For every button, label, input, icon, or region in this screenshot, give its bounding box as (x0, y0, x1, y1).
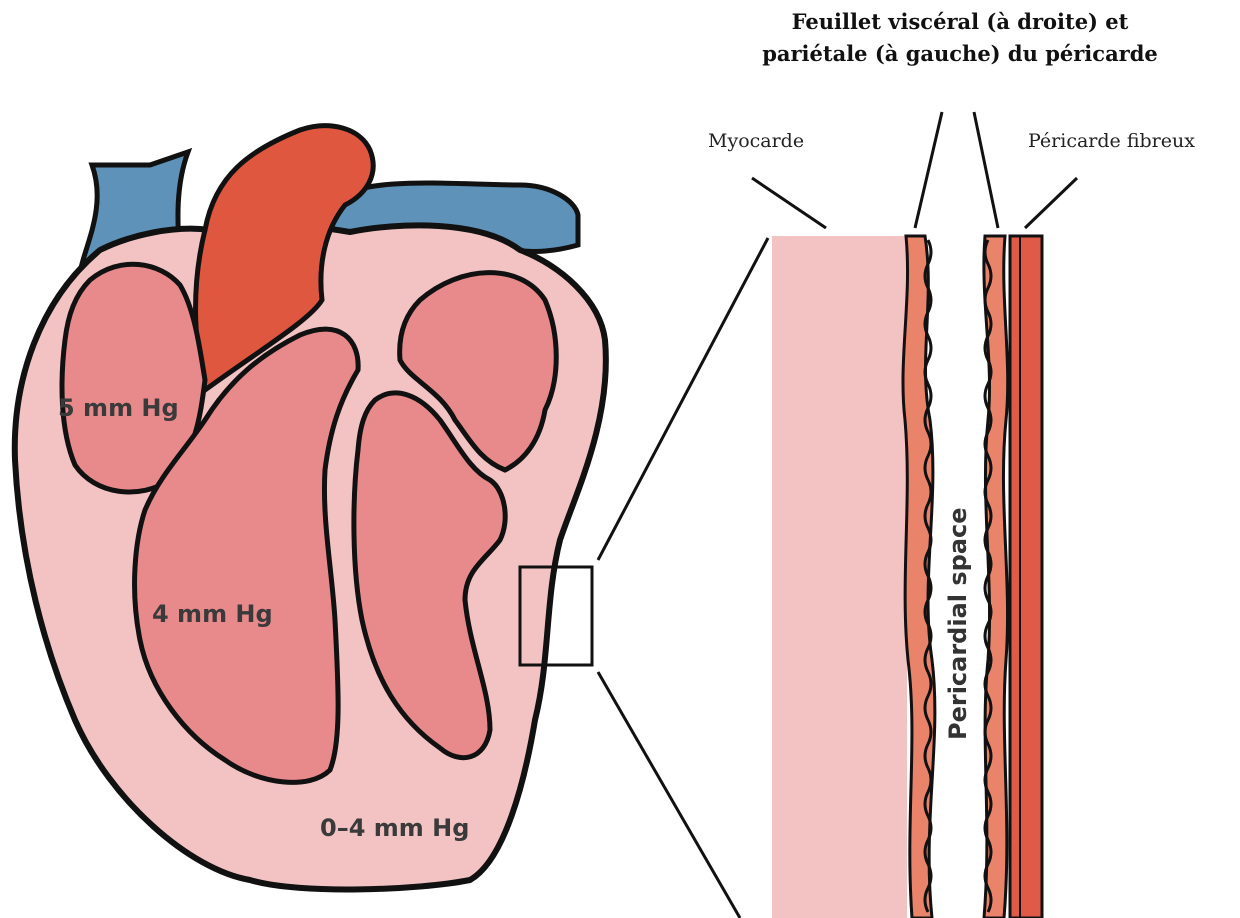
leader-parietal (974, 112, 998, 228)
fibrous-layer (1010, 236, 1042, 918)
label-pericardial-space: Pericardial space (944, 507, 972, 740)
zoom-line-top (598, 238, 768, 560)
pressure-right-ventricle: 4 mm Hg (152, 600, 273, 628)
leader-pericarde-fibreux (1025, 178, 1077, 228)
myocardium-band (772, 236, 907, 918)
pressure-right-atrium: 5 mm Hg (58, 394, 179, 422)
pressure-pericardial: 0–4 mm Hg (320, 814, 469, 842)
heart: 5 mm Hg 4 mm Hg 0–4 mm Hg (15, 126, 606, 890)
leader-visceral (915, 112, 942, 228)
wall-section: Pericardial space (772, 236, 1042, 918)
zoom-line-bottom (598, 672, 740, 918)
leader-myocarde (752, 178, 826, 228)
